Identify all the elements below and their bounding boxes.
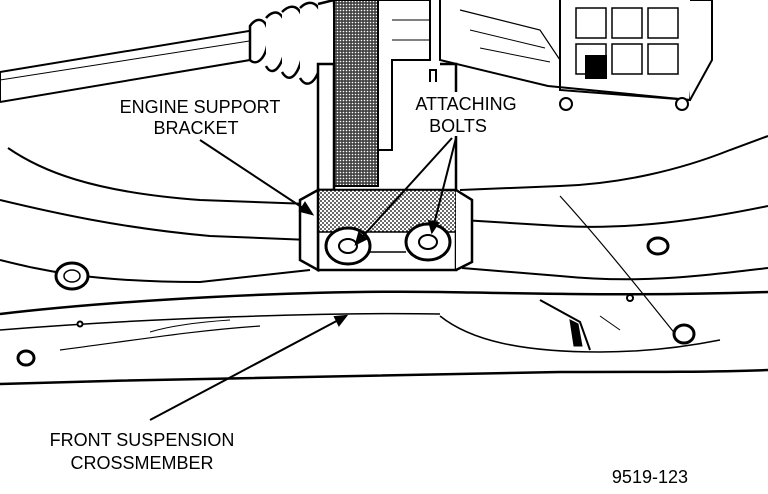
mounting-holes <box>16 236 696 367</box>
engine-support-label-line2: BRACKET <box>153 118 238 138</box>
attaching-label-line1: ATTACHING <box>415 94 516 114</box>
crossmember-body <box>0 135 768 386</box>
label-engine-support-bracket: ENGINE SUPPORT BRACKET <box>116 96 288 138</box>
crossmember-label-line1: FRONT SUSPENSION <box>50 430 235 450</box>
figure-number: 9519-123 <box>612 467 688 487</box>
engine-support-label-line1: ENGINE SUPPORT <box>120 97 281 117</box>
crossmember-label-line2: CROSSMEMBER <box>70 453 213 473</box>
leader-lines <box>149 137 457 421</box>
transaxle-housing <box>333 0 713 187</box>
drive-shaft <box>0 28 264 104</box>
label-attaching-bolts: ATTACHING BOLTS <box>404 92 528 136</box>
attaching-label-line2: BOLTS <box>429 116 487 136</box>
label-front-suspension-crossmember: FRONT SUSPENSION CROSSMEMBER <box>50 430 235 473</box>
